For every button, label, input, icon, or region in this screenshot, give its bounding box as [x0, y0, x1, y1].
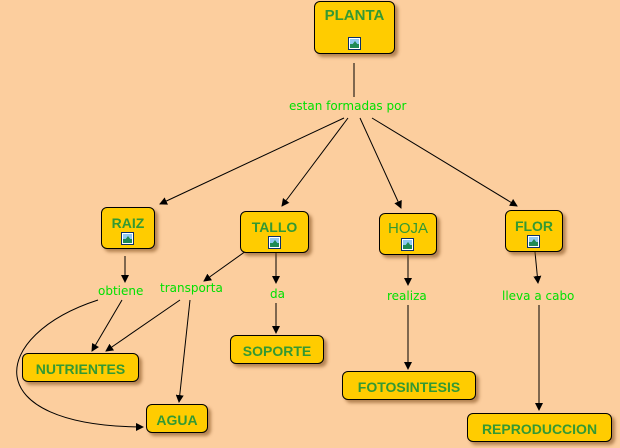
- link-estan-formadas-por[interactable]: estan formadas por: [289, 99, 407, 113]
- concept-raiz[interactable]: RAIZ: [101, 207, 155, 249]
- concept-agua-label: AGUA: [156, 412, 198, 428]
- image-icon[interactable]: [267, 236, 281, 249]
- link-da[interactable]: da: [270, 287, 285, 301]
- link-lleva-a-cabo[interactable]: lleva a cabo: [502, 289, 575, 303]
- concept-planta[interactable]: PLANTA: [314, 1, 395, 54]
- image-icon[interactable]: [527, 235, 540, 248]
- concept-reproduccion-label: REPRODUCCION: [481, 421, 598, 437]
- image-icon[interactable]: [121, 232, 134, 245]
- arrow-obtiene-to-agua: [16, 299, 144, 431]
- concept-nutrientes-label: NUTRIENTES: [35, 361, 126, 377]
- arrow-to-flor: [371, 117, 518, 207]
- link-obtiene[interactable]: obtiene: [98, 284, 144, 298]
- concept-raiz-label: RAIZ: [111, 215, 145, 231]
- concept-soporte-label: SOPORTE: [242, 343, 312, 359]
- concept-soporte[interactable]: SOPORTE: [230, 335, 324, 364]
- concept-flor[interactable]: FLOR: [505, 210, 563, 252]
- arrow-transporta-to-agua: [175, 299, 191, 403]
- concept-fotosintesis[interactable]: FOTOSINTESIS: [342, 371, 476, 400]
- arrow-to-tallo: [281, 117, 349, 207]
- arrow-obtiene-to-nutrientes: [91, 299, 123, 352]
- image-icon[interactable]: [347, 37, 361, 50]
- concept-tallo[interactable]: TALLO: [240, 211, 309, 253]
- concept-hoja-label: HOJA: [387, 220, 428, 237]
- concept-planta-label: PLANTA: [324, 7, 385, 24]
- concept-fotosintesis-label: FOTOSINTESIS: [357, 379, 461, 395]
- link-realiza[interactable]: realiza: [387, 289, 427, 303]
- concept-flor-label: FLOR: [514, 218, 554, 234]
- concept-agua[interactable]: AGUA: [146, 404, 208, 433]
- arrow-transporta-to-nutrientes: [105, 299, 181, 352]
- concept-reproduccion[interactable]: REPRODUCCION: [467, 413, 612, 442]
- concept-nutrientes[interactable]: NUTRIENTES: [22, 353, 139, 382]
- concept-hoja[interactable]: HOJA: [379, 213, 437, 255]
- image-icon[interactable]: [401, 238, 414, 251]
- arrow-to-hoja: [359, 117, 402, 209]
- link-transporta[interactable]: transporta: [160, 281, 223, 295]
- concept-tallo-label: TALLO: [251, 219, 298, 235]
- arrow-to-raiz: [159, 117, 345, 205]
- line-flor-to-lleva-a-cabo: [533, 251, 542, 284]
